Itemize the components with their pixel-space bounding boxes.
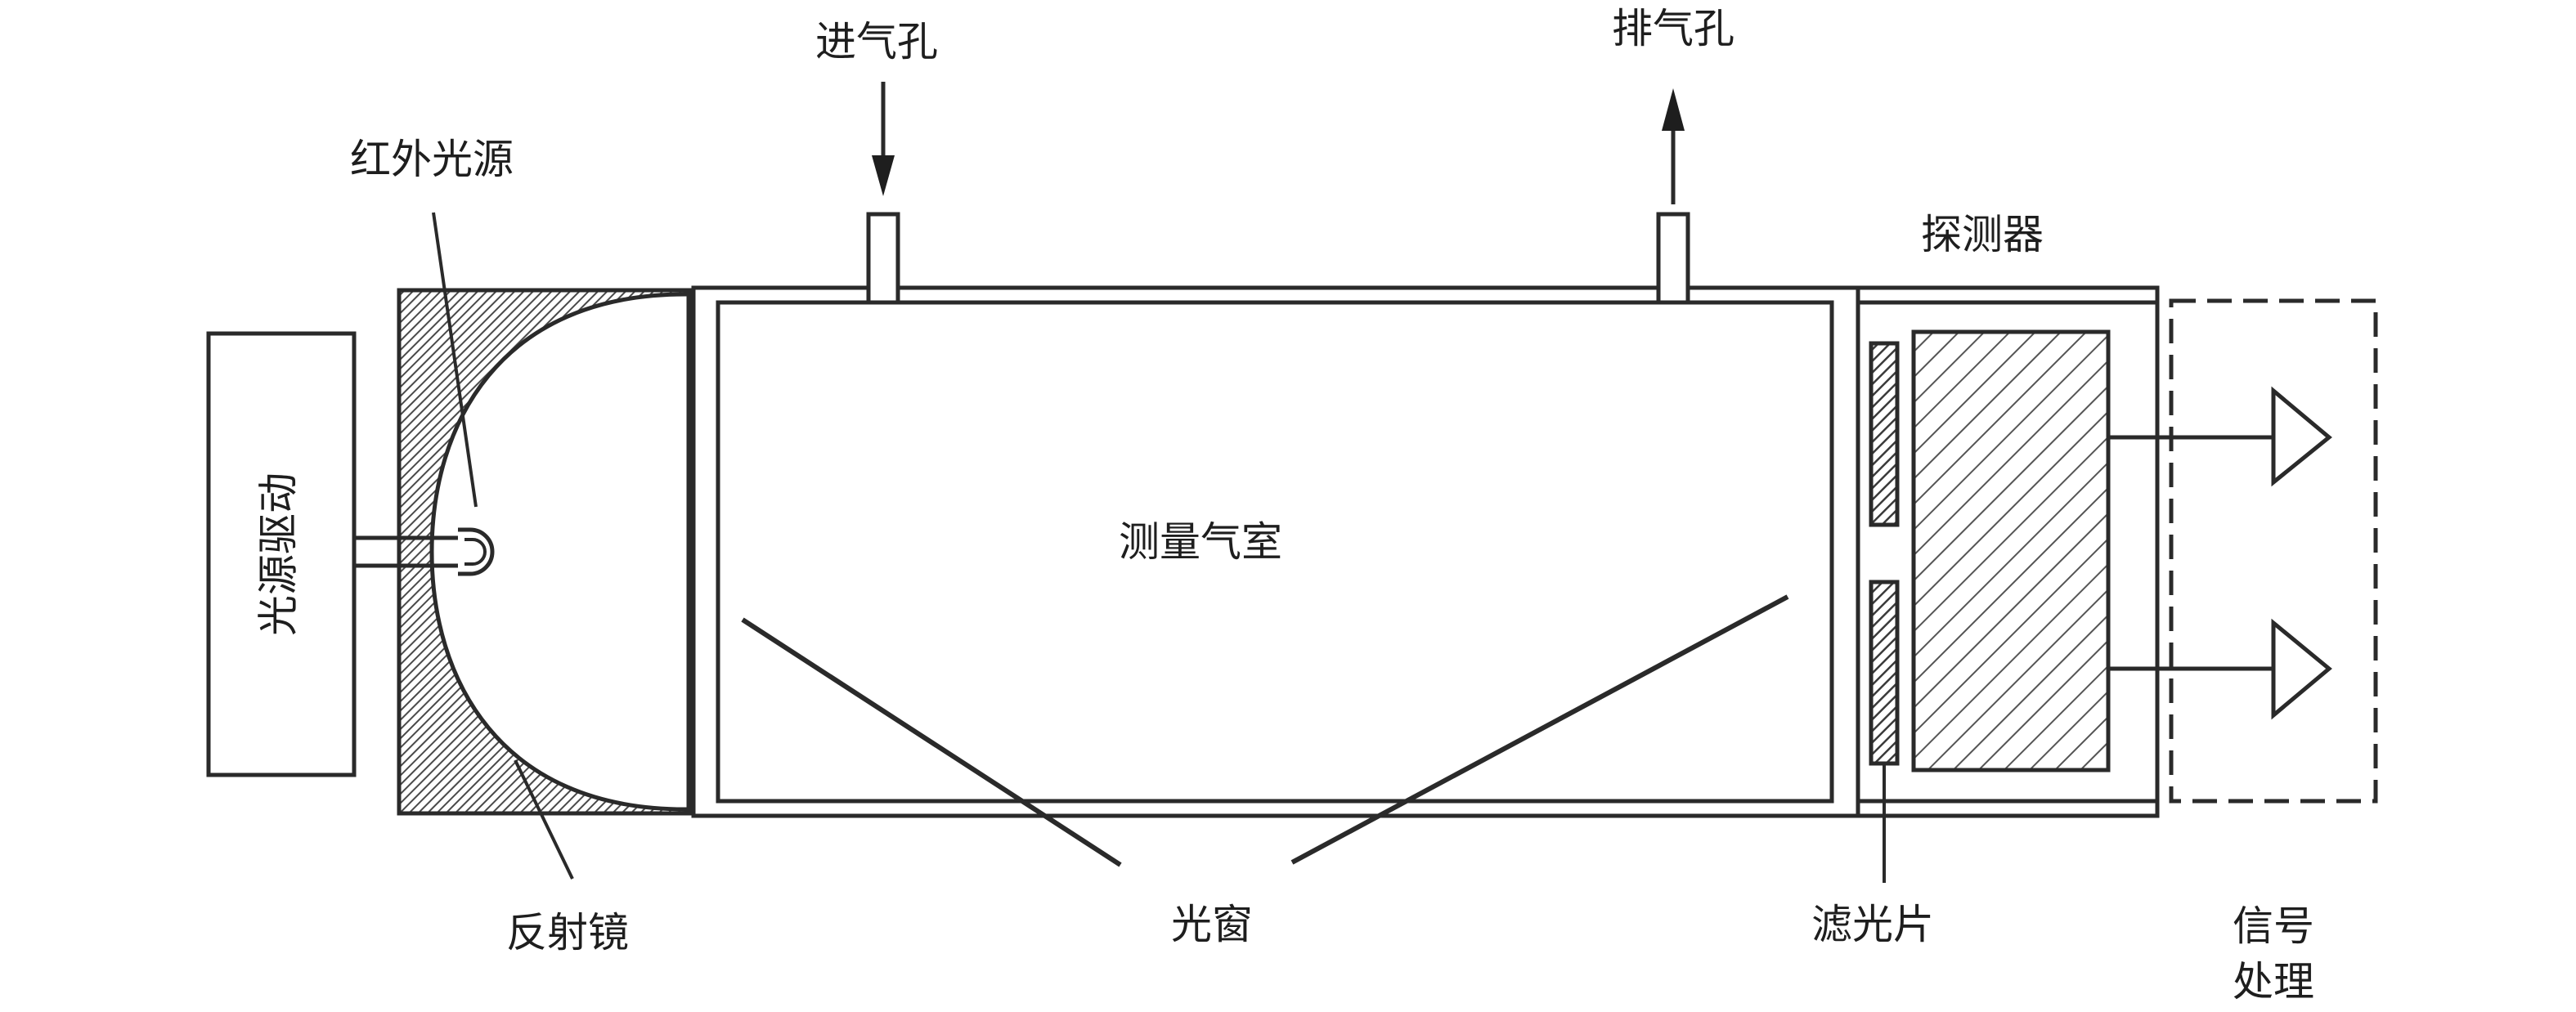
leader-reflector	[514, 759, 574, 880]
chamber-inner-wall	[716, 300, 1834, 804]
amplifier-top-icon	[2271, 386, 2332, 487]
ir-lamp-icon	[458, 527, 495, 576]
window-line-right	[1290, 594, 1789, 865]
lamp-filament	[464, 538, 487, 566]
detector-label: 探测器	[1921, 211, 2044, 258]
reflector-label: 反射镜	[506, 909, 629, 956]
window-label: 光窗	[1171, 901, 1253, 948]
inlet-label: 进气孔	[815, 18, 938, 65]
filter-top	[1869, 341, 1900, 527]
reflector-cavity	[429, 292, 694, 812]
light-drive-label: 光源驱动	[255, 472, 303, 636]
chamber-outer-wall	[691, 285, 2160, 818]
inlet-arrow-head	[872, 155, 895, 196]
ir-source-label: 红外光源	[350, 136, 514, 183]
signal-label-line2: 处理	[2233, 958, 2314, 1005]
signal-label-line1: 信号	[2233, 902, 2314, 950]
light-drive-box	[206, 331, 357, 777]
leader-ir-source	[432, 212, 478, 508]
inlet-tube	[866, 212, 900, 305]
outlet-label: 排气孔	[1612, 5, 1735, 52]
window-line-left	[741, 617, 1122, 867]
chamber-label: 测量气室	[1119, 518, 1282, 566]
detector-block	[1911, 329, 2111, 772]
amplifier-bottom-icon	[2271, 618, 2332, 720]
filter-label: 滤光片	[1811, 901, 1934, 948]
filter-bottom	[1869, 580, 1900, 766]
signal-processing-box	[2169, 298, 2378, 804]
outlet-tube	[1656, 212, 1690, 305]
outlet-arrow-head	[1662, 88, 1685, 131]
